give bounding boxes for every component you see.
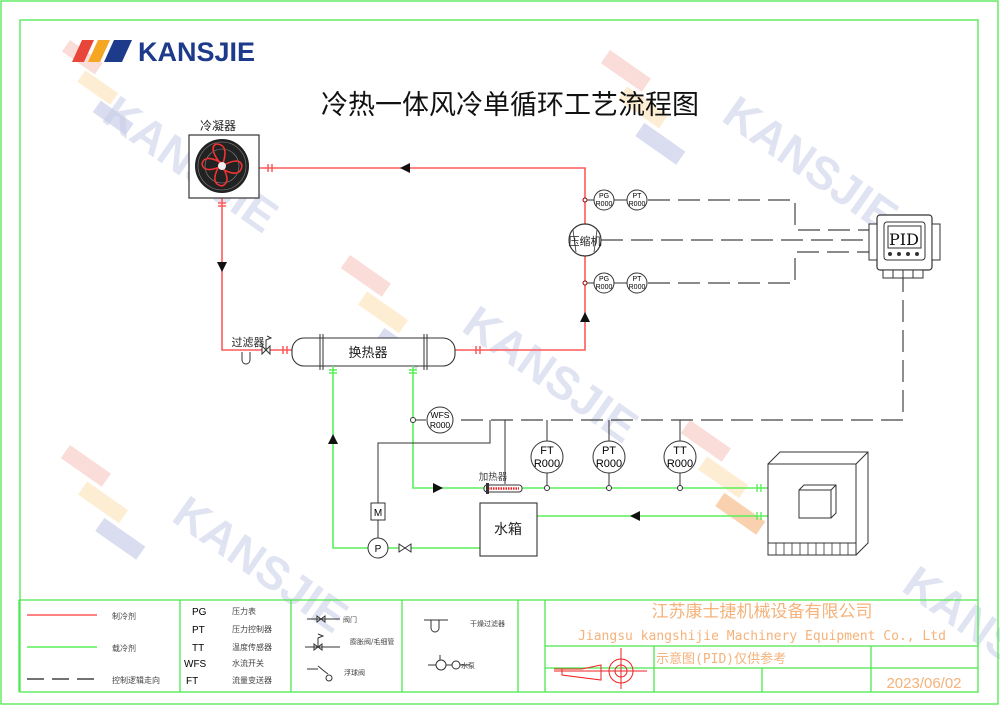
- svg-text:PT: PT: [602, 445, 616, 457]
- load-equipment: [767, 451, 869, 556]
- svg-text:R000: R000: [596, 284, 613, 291]
- water-pump: M P: [367, 502, 389, 559]
- gate-valve: [398, 543, 412, 553]
- svg-text:载冷剂: 载冷剂: [112, 643, 136, 653]
- svg-text:FT: FT: [540, 445, 554, 457]
- svg-text:R000: R000: [534, 458, 560, 470]
- svg-text:干燥过滤器: 干燥过滤器: [470, 619, 505, 628]
- diagram-title: 冷热一体风冷单循环工艺流程图: [321, 90, 699, 121]
- svg-text:P: P: [375, 544, 382, 555]
- svg-text:水箱: 水箱: [494, 522, 522, 538]
- projection-symbol-icon: [554, 648, 647, 689]
- expansion-valve: [261, 335, 273, 356]
- svg-text:R000: R000: [629, 201, 646, 208]
- svg-text:冷凝器: 冷凝器: [200, 118, 236, 133]
- svg-text:TT: TT: [673, 445, 687, 457]
- legend: 制冷剂 载冷剂 控制逻辑走向 PG 压力表 PT 压力控制器 TT 温度传感器 …: [18, 599, 978, 692]
- svg-text:控制逻辑走向: 控制逻辑走向: [112, 675, 160, 685]
- svg-text:膨胀阀/毛细管: 膨胀阀/毛细管: [350, 637, 394, 646]
- svg-text:R000: R000: [667, 458, 693, 470]
- svg-text:加热器: 加热器: [479, 471, 508, 483]
- svg-text:PT: PT: [633, 193, 643, 200]
- svg-text:制冷剂: 制冷剂: [112, 611, 136, 621]
- svg-text:PG: PG: [192, 607, 207, 618]
- svg-text:水泵: 水泵: [461, 661, 475, 670]
- svg-text:R000: R000: [629, 284, 646, 291]
- svg-text:压缩机: 压缩机: [569, 234, 602, 248]
- kansjie-logo: KANSJIE: [72, 37, 255, 67]
- svg-text:FT: FT: [186, 676, 198, 687]
- svg-text:PID: PID: [889, 230, 919, 249]
- water-tank: 水箱: [479, 502, 538, 557]
- svg-text:流量变送器: 流量变送器: [232, 675, 272, 685]
- svg-text:过滤器: 过滤器: [232, 336, 265, 349]
- svg-text:TT: TT: [192, 643, 204, 654]
- secondary-coolant-loop: [328, 366, 768, 549]
- compressor: 压缩机: [568, 223, 602, 257]
- dryer-filter: 过滤器: [232, 336, 265, 365]
- svg-text:WFS: WFS: [184, 659, 207, 670]
- svg-text:换热器: 换热器: [348, 346, 387, 361]
- svg-text:2023/06/02: 2023/06/02: [886, 675, 961, 692]
- svg-text:WFS: WFS: [431, 410, 450, 420]
- svg-text:PT: PT: [633, 276, 643, 283]
- svg-text:温度传感器: 温度传感器: [232, 642, 272, 652]
- svg-text:Jiangsu kangshijie Machinery E: Jiangsu kangshijie Machinery Equipment C…: [578, 629, 946, 644]
- electric-heater: 加热器: [479, 471, 523, 494]
- svg-text:浮球阀: 浮球阀: [344, 668, 365, 677]
- title-block: 江苏康士捷机械设备有限公司 Jiangsu kangshijie Machine…: [554, 602, 962, 692]
- temperature-transmitter-tt: TT R000: [663, 420, 697, 491]
- svg-text:水流开关: 水流开关: [232, 658, 264, 668]
- svg-text:PG: PG: [599, 276, 609, 283]
- svg-text:阀门: 阀门: [343, 615, 357, 624]
- pump-control-wire: [377, 420, 491, 503]
- condenser: 冷凝器: [188, 118, 260, 199]
- svg-text:江苏康士捷机械设备有限公司: 江苏康士捷机械设备有限公司: [652, 602, 873, 622]
- svg-text:R000: R000: [596, 201, 613, 208]
- svg-text:M: M: [374, 508, 382, 519]
- inner-frame: [19, 19, 979, 693]
- svg-text:压力表: 压力表: [232, 606, 256, 616]
- svg-text:KANSJIE: KANSJIE: [454, 296, 647, 453]
- heat-exchanger: 换热器: [291, 334, 456, 370]
- svg-text:示意图(PID)仅供参考: 示意图(PID)仅供参考: [656, 651, 786, 667]
- svg-text:R000: R000: [430, 420, 451, 430]
- flow-switch-wfs: WFS R000: [410, 406, 454, 434]
- svg-text:压力控制器: 压力控制器: [232, 624, 272, 634]
- svg-text:R000: R000: [596, 458, 622, 470]
- control-logic-lines: [455, 199, 904, 421]
- pressure-instruments-bottom: PG R000 PT R000: [582, 272, 648, 294]
- svg-text:PT: PT: [192, 625, 205, 636]
- pressure-instruments-top: PG R000 PT R000: [582, 189, 648, 211]
- flow-transmitter-ft: FT R000: [530, 420, 564, 491]
- pressure-transmitter-pt: PT R000: [592, 420, 626, 491]
- svg-text:KANSJIE: KANSJIE: [138, 37, 255, 67]
- svg-text:PG: PG: [599, 193, 609, 200]
- pid-controller: PID: [868, 214, 941, 279]
